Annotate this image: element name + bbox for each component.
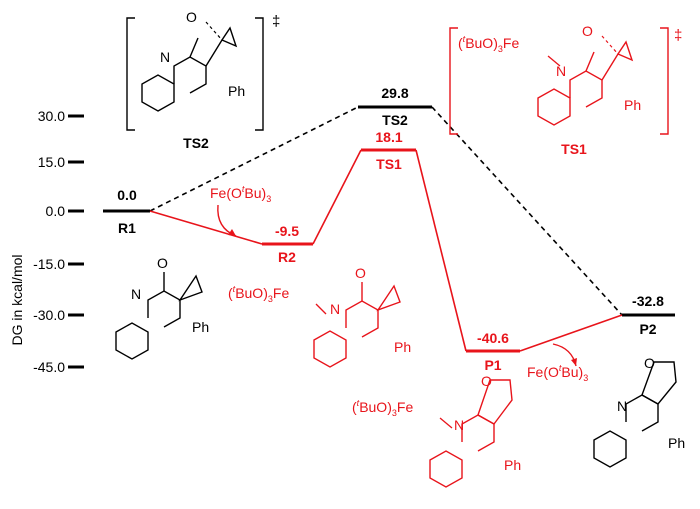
pyridone-ring: [173, 56, 207, 94]
level-r1-name: R1: [118, 220, 136, 236]
benzene-ring: [115, 322, 149, 360]
black-pathway: 0.0 R1 29.8 TS2 -32.8 P2: [103, 85, 675, 337]
bracket-right: [255, 17, 264, 131]
coordination-arrow: [547, 55, 561, 67]
level-ts2-name: TS2: [382, 112, 408, 128]
benzene-ring: [537, 88, 571, 126]
atom-o: O: [186, 9, 197, 25]
r1-structure: N O Ph: [115, 255, 209, 360]
level-p1-name: P1: [484, 357, 501, 373]
dihydrofuran-ring: [641, 361, 677, 405]
y-axis-ticks: 30.0 15.0 0.0 -15.0 -30.0 -45.0: [33, 108, 84, 375]
pyridone-ring: [147, 290, 181, 328]
bracket-left: [449, 27, 458, 135]
connector-ts1-p1: [415, 149, 467, 352]
bond: [189, 37, 199, 58]
connector-ts2-p2: [431, 106, 623, 316]
level-p1-value: -40.6: [477, 330, 509, 346]
y-axis-label: DG in kcal/mol: [9, 254, 25, 345]
tick-label: 15.0: [38, 154, 65, 170]
level-ts1-name: TS1: [376, 156, 402, 172]
fe-reagent-label-in: Fe(OtBu)3: [210, 184, 271, 204]
phenyl-label: Ph: [624, 97, 641, 113]
fe-complex-label: (tBuO)3Fe: [458, 34, 519, 54]
coordination-arrow: [439, 417, 453, 429]
phenyl-label: Ph: [228, 83, 245, 99]
coordination-arrow: [315, 303, 327, 315]
cyclopropane: [178, 274, 203, 302]
phenyl-label: Ph: [504, 457, 521, 473]
arrowhead: [228, 229, 236, 236]
pyridone-ring: [345, 300, 379, 338]
ts2-structure: ‡ N O Ph TS2: [126, 9, 280, 151]
dagger-symbol: ‡: [674, 27, 682, 44]
level-ts1-value: 18.1: [375, 129, 402, 145]
level-r2-value: -9.5: [275, 223, 299, 239]
benzene-ring: [429, 450, 463, 488]
connector-r1-ts2: [149, 106, 359, 212]
benzene-ring: [141, 74, 175, 112]
fe-complex-label: (tBuO)3Fe: [352, 398, 413, 418]
fe-complex-label: (tBuO)3Fe: [228, 284, 289, 304]
curved-arrow-out: [552, 343, 577, 367]
connector-r2-ts1: [312, 149, 362, 245]
ts1-structure-label: TS1: [561, 141, 587, 157]
bond: [585, 51, 595, 72]
atom-n: N: [454, 417, 464, 433]
atom-o: O: [644, 355, 655, 371]
pyridine-ring: [625, 394, 659, 432]
arrowhead: [571, 358, 577, 366]
benzene-ring: [313, 330, 347, 368]
atom-o: O: [355, 265, 366, 281]
bond: [205, 39, 223, 67]
tick-label: -15.0: [33, 256, 65, 272]
atom-o: O: [582, 23, 593, 39]
dagger-symbol: ‡: [272, 13, 280, 30]
level-p2-value: -32.8: [632, 293, 664, 309]
pyridine-ring: [461, 414, 495, 452]
level-r2-name: R2: [278, 249, 296, 265]
cyclopropane: [376, 284, 401, 312]
bond: [601, 53, 619, 81]
dihydrofuran-ring: [477, 379, 513, 425]
benzene-ring: [593, 430, 627, 468]
atom-n: N: [617, 398, 627, 414]
phenyl-label: Ph: [668, 435, 685, 451]
fe-reagent-label-out: Fe(OtBu)3: [527, 363, 588, 383]
ts1-structure: ‡ (tBuO)3Fe N O Ph TS1: [449, 23, 682, 157]
level-r1-value: 0.0: [117, 187, 137, 203]
forming-bond: [601, 35, 619, 55]
connector-p1-p2: [519, 314, 623, 352]
cyclopropane: [220, 26, 238, 48]
red-pathway: -9.5 R2 18.1 TS1 -40.6 P1 Fe(OtBu)3 Fe(O…: [149, 129, 623, 383]
ts2-structure-label: TS2: [183, 135, 209, 151]
atom-n: N: [556, 63, 566, 79]
tick-label: 30.0: [38, 108, 65, 124]
phenyl-label: Ph: [192, 319, 209, 335]
level-p2-name: P2: [639, 321, 656, 337]
phenyl-label: Ph: [394, 339, 411, 355]
atom-o: O: [157, 255, 168, 271]
atom-n: N: [330, 301, 340, 317]
tick-label: -45.0: [33, 359, 65, 375]
bracket-left: [126, 17, 135, 131]
p2-structure: N O Ph: [593, 355, 685, 468]
atom-n: N: [160, 49, 170, 65]
tick-label: 0.0: [46, 203, 66, 219]
forming-bond: [205, 21, 223, 41]
atom-o: O: [481, 373, 492, 389]
level-ts2-value: 29.8: [381, 85, 408, 101]
pyridone-ring: [569, 70, 603, 108]
connector-r1-r2: [149, 210, 263, 245]
cyclopropane: [616, 40, 634, 62]
bracket-right: [660, 27, 669, 135]
p1-structure: (tBuO)3Fe N O Ph: [352, 373, 521, 488]
r2-structure: (tBuO)3Fe N O Ph: [228, 265, 411, 368]
tick-label: -30.0: [33, 307, 65, 323]
atom-n: N: [131, 286, 141, 302]
